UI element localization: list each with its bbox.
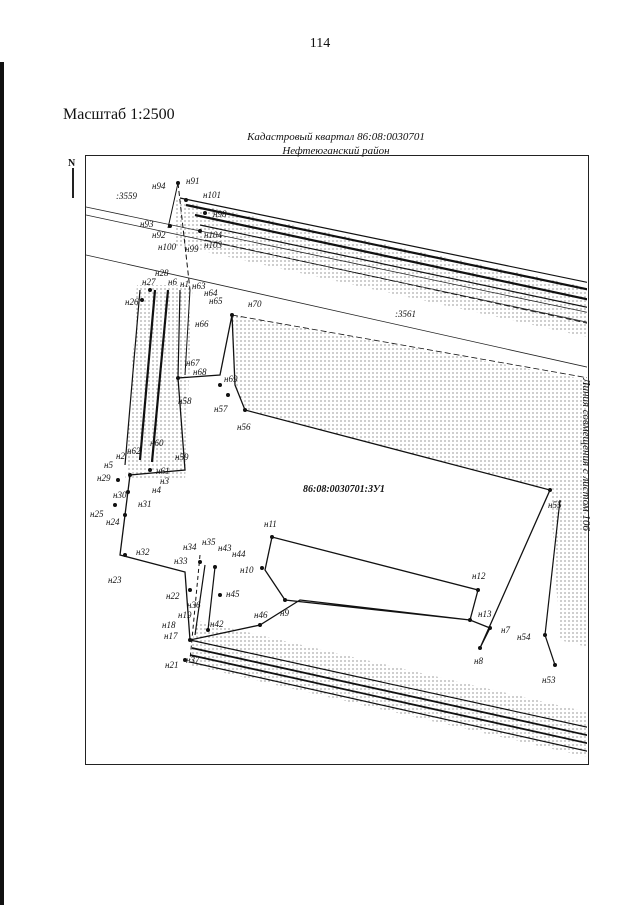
inner-parcel-zone [265,537,477,620]
point-label: н53 [542,675,556,685]
point-label: н29 [97,473,111,483]
point-label: н101 [203,190,221,200]
point-label: н35 [202,537,216,547]
point-label: н31 [138,499,151,509]
point-label: н27 [142,277,156,287]
point-label: н44 [232,549,246,559]
point-label: н13 [478,609,492,619]
point-label: н22 [166,591,180,601]
point-label: н28 [155,268,169,278]
neighbor-3561-label: :3561 [395,309,416,319]
point-label: н3 [160,476,169,486]
point-label: н11 [264,519,277,529]
point-label: н93 [140,219,154,229]
point-label: н24 [106,517,120,527]
north-arrow-icon [72,168,74,198]
parcel-label: 86:08:0030701:ЗУ1 [303,484,385,495]
point-label: н43 [218,543,232,553]
point-label: н104 [204,230,222,240]
point-label: н100 [158,242,176,252]
boundary-points: н94 н91 н101 н98 н93 н92 н104 н100 н99 н… [90,176,562,685]
point-label: н99 [185,244,199,254]
point-label: н59 [175,452,189,462]
point-label: н17 [164,631,178,641]
point-label: н12 [472,571,486,581]
point-label: н33 [174,556,188,566]
page-edge-rule [0,62,4,905]
point-label: н62 [127,446,141,456]
point-label: н98 [213,209,227,219]
map-caption-quarter: Кадастровый квартал 86:08:0030701 [247,131,425,143]
bottom-road-zone [190,620,587,757]
point-label: н30 [113,490,127,500]
point-label: н7 [501,625,510,635]
point-label: н18 [162,620,176,630]
main-parcel-zone [232,315,587,647]
point-label: н23 [108,575,122,585]
point-label: н64 [204,288,218,298]
point-label: н45 [226,589,240,599]
point-label: н9 [280,608,289,618]
point-label: н32 [136,547,150,557]
point-label: н91 [186,176,199,186]
point-label: н66 [195,319,209,329]
point-label: н70 [248,299,262,309]
map-scale: Масштаб 1:2500 [63,106,175,123]
point-label: н4 [152,485,161,495]
parcel-boundary [119,314,551,649]
point-label: н1 [180,279,189,289]
point-label: н54 [517,632,531,642]
page-number: 114 [309,36,331,51]
point-label: н68 [193,367,207,377]
point-label: н36 [187,600,201,610]
point-label: н8 [474,656,483,666]
north-label: N [68,158,76,169]
point-label: н63 [192,281,206,291]
point-label: н56 [237,422,251,432]
point-label: н10 [240,565,254,575]
point-label: н69 [224,374,238,384]
point-label: н61 [156,466,169,476]
point-label: н67 [186,358,200,368]
point-label: н37 [186,655,200,665]
point-label: н65 [209,296,223,306]
point-label: н25 [90,509,104,519]
point-label: н57 [214,404,228,414]
point-label: н19 [178,610,192,620]
point-label: н103 [204,240,222,250]
point-label: н6 [168,277,177,287]
point-label: н5 [104,460,113,470]
map-frame [85,155,589,765]
point-label: н55 [548,500,562,510]
point-label: н94 [152,181,166,191]
map-caption-district: Нефтеюганский район [282,145,390,157]
point-label: н21 [165,660,178,670]
point-label: н34 [183,542,197,552]
point-label: н46 [254,610,268,620]
point-label: н42 [210,619,224,629]
point-label: н58 [178,396,192,406]
point-label: н2 [116,451,125,461]
road-zone-top [175,200,587,338]
point-label: н92 [152,230,166,240]
neighbor-3559-label: :3559 [116,191,137,201]
point-label: н26 [125,297,139,307]
point-label: н60 [150,438,164,448]
